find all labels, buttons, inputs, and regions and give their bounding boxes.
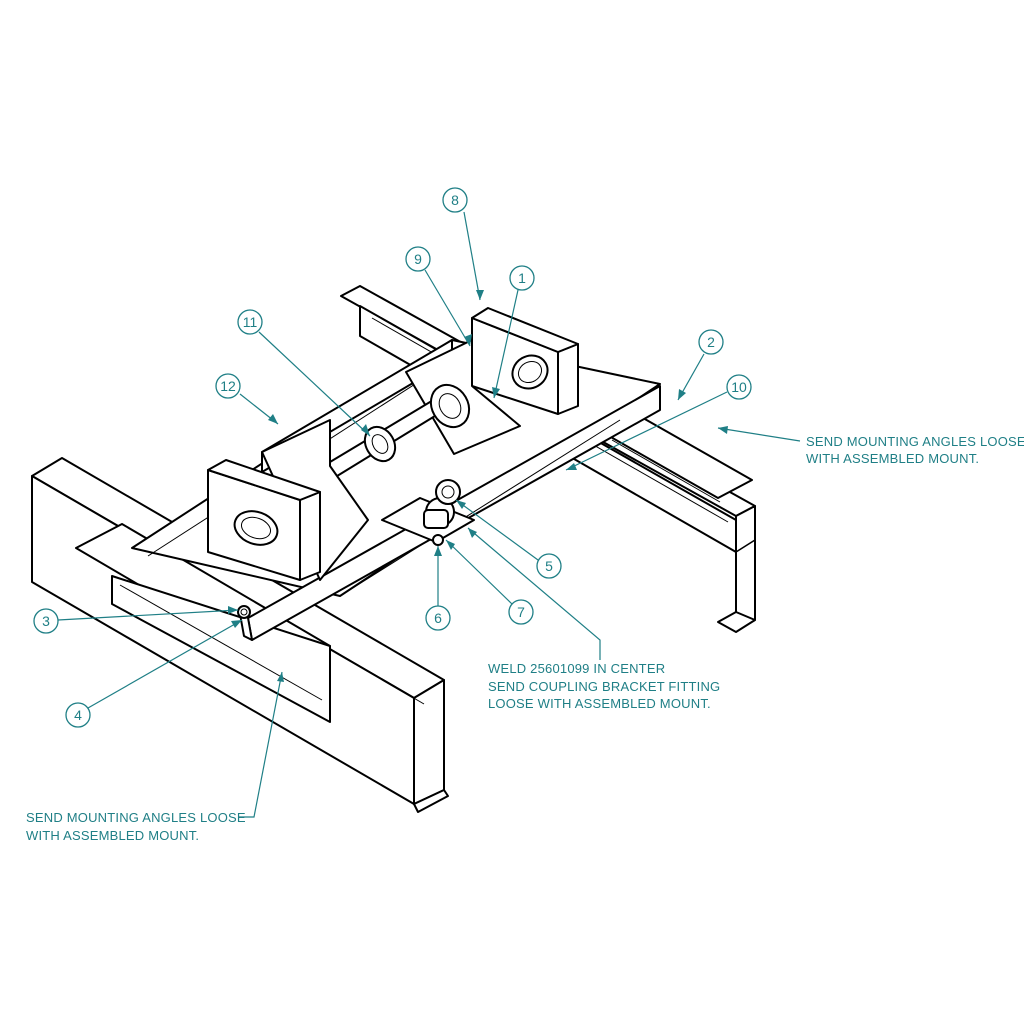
note-weld-line-3: LOOSE WITH ASSEMBLED MOUNT. — [488, 696, 711, 711]
balloon-3 — [33, 608, 59, 634]
balloon-2-label: 2 — [707, 334, 715, 350]
balloon-5-label: 5 — [545, 558, 553, 574]
balloon-6 — [425, 605, 451, 631]
note-left-angles: SEND MOUNTING ANGLES LOOSE WITH ASSEMBLE… — [26, 810, 246, 843]
front-bolt — [237, 605, 251, 619]
balloon-11-label: 11 — [243, 314, 258, 330]
note-weld-line-1: WELD 25601099 IN CENTER — [488, 661, 665, 676]
balloon-9 — [405, 246, 431, 272]
balloon-2 — [698, 329, 724, 355]
balloon-10-label: 10 — [731, 379, 747, 395]
balloon-7-label: 7 — [517, 604, 525, 620]
note-weld-line-2: SEND COUPLING BRACKET FITTING — [488, 679, 720, 694]
balloon-9-label: 9 — [414, 251, 422, 267]
note-right-angles: SEND MOUNTING ANGLES LOOSE WITH ASSEMBLE… — [806, 434, 1024, 466]
note-right-line-2: WITH ASSEMBLED MOUNT. — [806, 451, 979, 466]
balloon-8-label: 8 — [451, 192, 459, 208]
balloon-12-label: 12 — [220, 378, 236, 394]
balloon-6-label: 6 — [434, 610, 442, 626]
balloon-1 — [509, 265, 535, 291]
note-weld: WELD 25601099 IN CENTER SEND COUPLING BR… — [488, 661, 720, 711]
balloon-callouts: 8 9 1 11 12 2 10 5 — [33, 187, 752, 728]
note-left-line-2: WITH ASSEMBLED MOUNT. — [26, 828, 199, 843]
balloon-5 — [536, 553, 562, 579]
note-leaders — [238, 426, 801, 818]
balloon-4 — [65, 702, 91, 728]
balloon-1-label: 1 — [518, 270, 526, 286]
balloon-4-label: 4 — [74, 707, 82, 723]
note-right-line-1: SEND MOUNTING ANGLES LOOSE — [806, 434, 1024, 449]
balloon-8 — [442, 187, 468, 213]
balloon-3-label: 3 — [42, 613, 50, 629]
balloon-7 — [508, 599, 534, 625]
note-left-line-1: SEND MOUNTING ANGLES LOOSE — [26, 810, 246, 825]
balloon-11 — [237, 309, 263, 335]
front-pedestal — [207, 419, 369, 581]
balloon-10 — [726, 374, 752, 400]
coupling-bracket — [381, 479, 475, 546]
balloon-12 — [215, 373, 241, 399]
